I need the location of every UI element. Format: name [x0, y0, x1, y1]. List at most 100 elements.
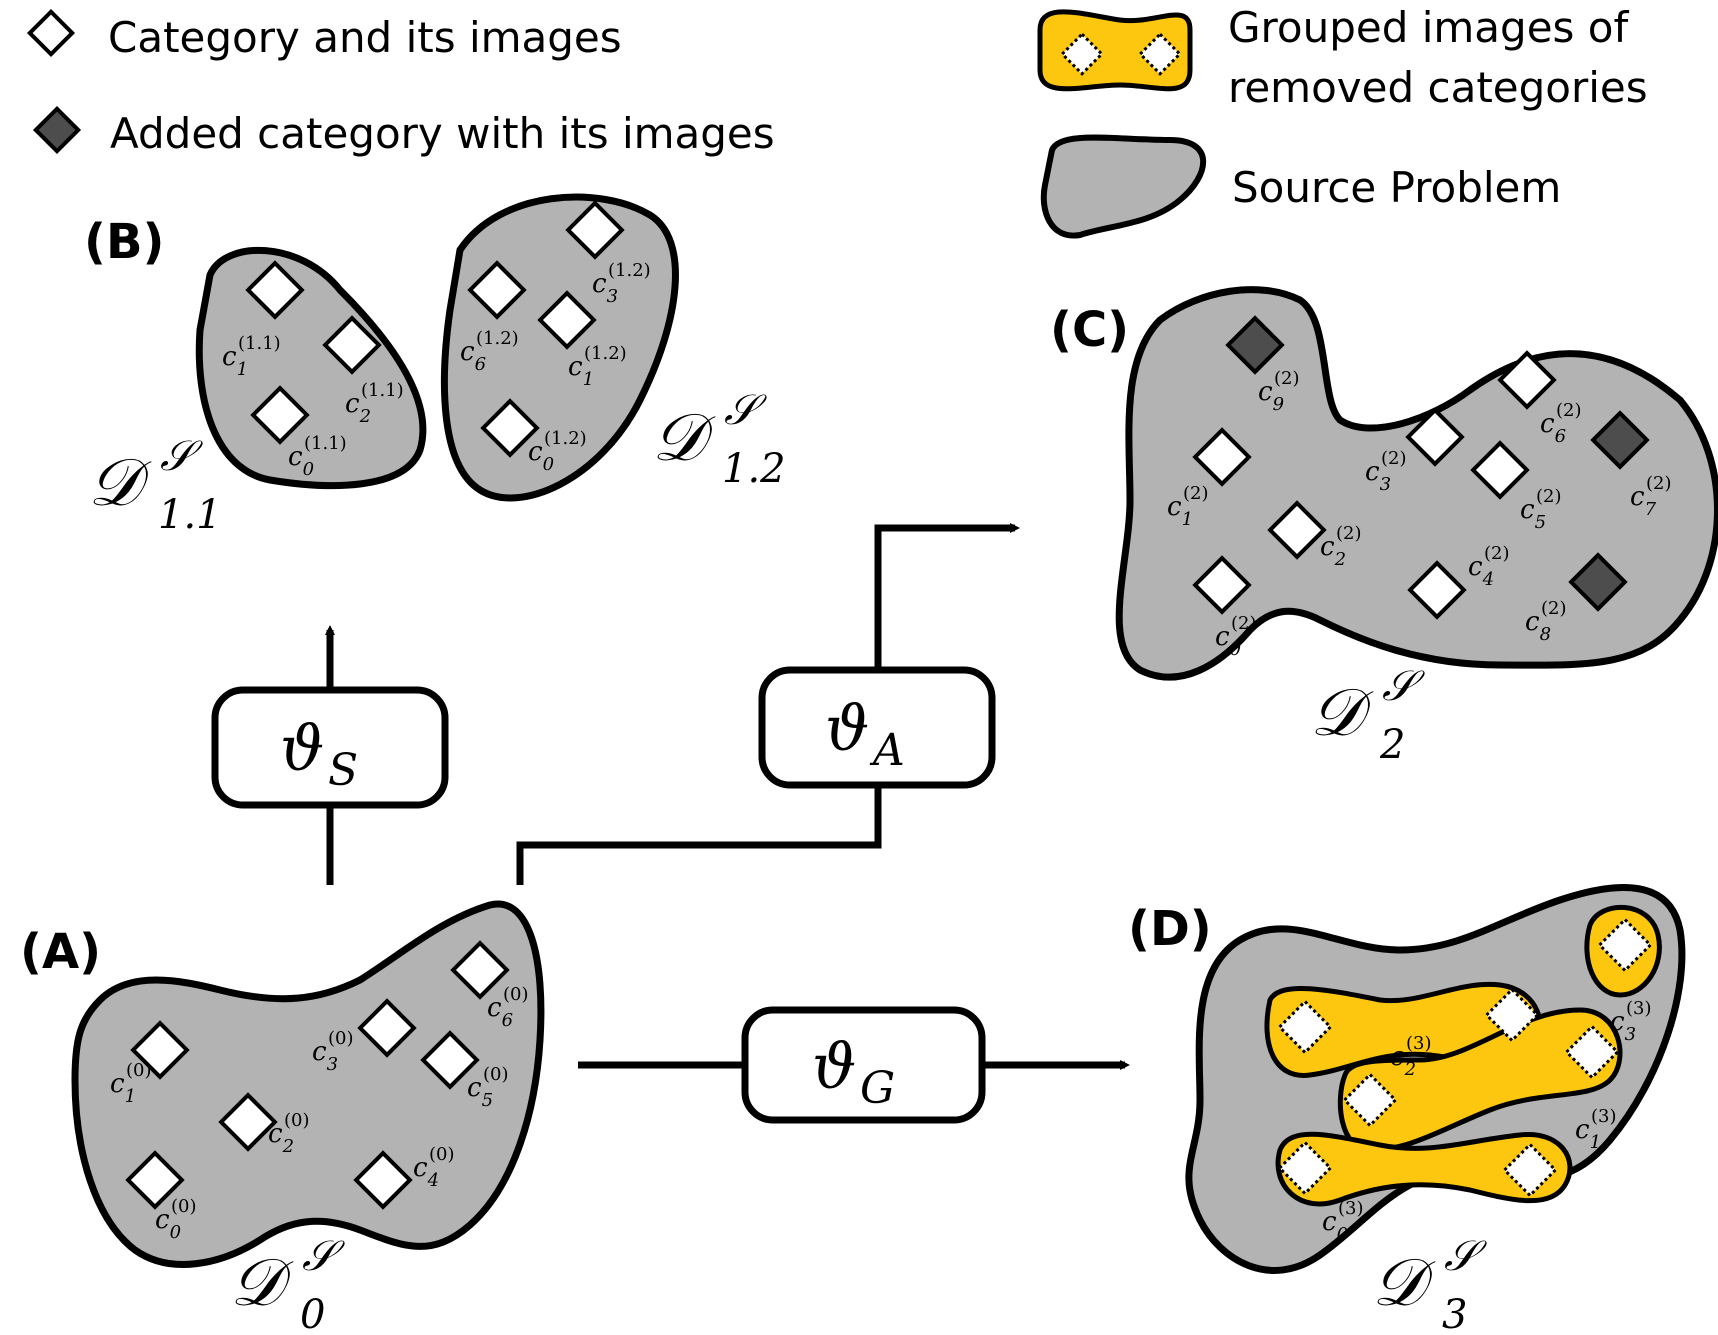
- dataset-d-sub: 3: [1442, 1292, 1467, 1335]
- legend-added-label: Added category with its images: [110, 109, 775, 158]
- category-label: c2(2): [1320, 523, 1362, 570]
- category-superscript: (1.1): [238, 333, 281, 354]
- panel-a-tag: (A): [20, 924, 101, 980]
- category-letter: c: [592, 269, 607, 299]
- dataset-a-sub: 0: [300, 1292, 325, 1335]
- category-label: c1(2): [1167, 483, 1209, 530]
- category-icon: [1470, 440, 1530, 500]
- category-letter: c: [1365, 457, 1380, 487]
- legend-grouped-label-line1: Grouped images of: [1228, 3, 1629, 52]
- category-label: c1(1.1): [222, 333, 281, 380]
- category-label: c1(1.2): [568, 343, 627, 390]
- category-label: c5(2): [1520, 486, 1562, 533]
- category-icon: [245, 260, 305, 320]
- category-icon: [125, 1150, 185, 1210]
- dataset-b-left-sup: 𝒮: [160, 431, 203, 480]
- category-label: c4 (2): [1468, 543, 1510, 590]
- category-index: 1: [583, 369, 594, 390]
- connectors: [325, 523, 1130, 1070]
- category-icon: [250, 385, 310, 445]
- dataset-label-d: 𝒟: [1372, 1244, 1436, 1321]
- category-letter: c: [288, 442, 303, 472]
- region-a: [71, 900, 545, 1268]
- dataset-label-c: 𝒟: [1310, 674, 1374, 751]
- category-superscript: (2): [1541, 598, 1567, 619]
- category-icon: [1225, 315, 1285, 375]
- category-index: 6: [502, 1010, 513, 1031]
- category-letter: c: [460, 337, 475, 367]
- category-superscript: (1.2): [476, 328, 519, 349]
- category-icon: [1192, 427, 1252, 487]
- category-letter: c: [1575, 1115, 1590, 1145]
- transform-box-group: ϑ G: [741, 1006, 986, 1124]
- category-letter: c: [1468, 552, 1483, 582]
- legend-source-label: Source Problem: [1232, 163, 1561, 212]
- category-letter: c: [1258, 377, 1273, 407]
- legend-category-label: Category and its images: [108, 13, 622, 62]
- category-superscript: (2): [1484, 543, 1510, 564]
- grouped-category-icon: [1564, 1024, 1620, 1080]
- category-superscript: (3): [1406, 1033, 1432, 1054]
- category-label: c1(0): [110, 1060, 152, 1107]
- category-label: c5(0): [467, 1064, 509, 1111]
- category-letter: c: [528, 437, 543, 467]
- category-icon: [537, 290, 597, 350]
- category-superscript: (1.1): [304, 433, 347, 454]
- category-letter: c: [110, 1069, 125, 1099]
- category-icon: [1568, 552, 1628, 612]
- dataset-b-right-main: 𝒟: [652, 399, 716, 476]
- category-index: 1: [237, 359, 248, 380]
- category-icon: [565, 200, 625, 260]
- dataset-c-main: 𝒟: [1310, 674, 1374, 751]
- category-letter: c: [487, 993, 502, 1023]
- dataset-b-left-sub: 1.1: [158, 492, 222, 538]
- category-label: c0(1.1): [288, 433, 347, 480]
- category-letter: c: [312, 1037, 327, 1067]
- category-label: c4(0): [413, 1144, 455, 1191]
- category-letter: c: [1540, 409, 1555, 439]
- category-letter: c: [345, 389, 360, 419]
- category-index: 4: [1482, 569, 1494, 590]
- category-index: 0: [1337, 1224, 1348, 1245]
- dataset-c-sup: 𝒮: [1382, 661, 1425, 710]
- category-index: 9: [1273, 394, 1284, 415]
- category-superscript: (2): [1183, 483, 1209, 504]
- category-superscript: (1.1): [361, 380, 404, 401]
- grouped-category-icon: [1484, 987, 1540, 1043]
- panel-c: (C) c0(2)c1(2)c2(2)c3(2)c4(2)c5(2)c6(2)c…: [1050, 286, 1718, 768]
- transform-add-symbol: ϑ: [825, 692, 869, 765]
- category-letter: c: [1390, 1042, 1405, 1072]
- group-blob-bottom: [1275, 1131, 1573, 1207]
- category-letter: c: [1610, 1007, 1625, 1037]
- category-superscript: (2): [1646, 473, 1672, 494]
- category-index: 2: [1334, 549, 1346, 570]
- legend-grouped-icon: [1037, 9, 1193, 92]
- category-label: c0(1.2): [528, 428, 587, 475]
- dataset-a-sup: 𝒮: [302, 1231, 345, 1280]
- category-index: 6: [1555, 426, 1566, 447]
- category-icon: [1407, 560, 1467, 620]
- dataset-d-sup: 𝒮: [1444, 1231, 1487, 1280]
- category-superscript: (2): [1336, 523, 1362, 544]
- dataset-b-left-main: 𝒟: [88, 444, 152, 521]
- dataset-a-main: 𝒟: [230, 1244, 294, 1321]
- category-index: 2: [1404, 1059, 1416, 1080]
- category-label: c6(1.2): [460, 328, 519, 375]
- category-label: c3(2): [1365, 448, 1407, 495]
- category-index: 5: [482, 1090, 493, 1111]
- category-index: 3: [1625, 1024, 1636, 1045]
- category-letter: c: [467, 1073, 482, 1103]
- grouped-category-icon: [1342, 1072, 1398, 1128]
- category-letter: c: [1630, 482, 1645, 512]
- category-index: 1: [1182, 509, 1193, 530]
- category-icon: [218, 1092, 278, 1152]
- category-superscript: (0): [284, 1110, 310, 1131]
- dataset-b-right-sup: 𝒮: [724, 385, 767, 434]
- category-icon: [480, 398, 540, 458]
- arrow-add-lower: [516, 785, 882, 885]
- grouped-category-icon: [1502, 1142, 1558, 1198]
- category-superscript: (1.2): [584, 343, 627, 364]
- category-superscript: (0): [328, 1028, 354, 1049]
- category-superscript: (3): [1626, 998, 1652, 1019]
